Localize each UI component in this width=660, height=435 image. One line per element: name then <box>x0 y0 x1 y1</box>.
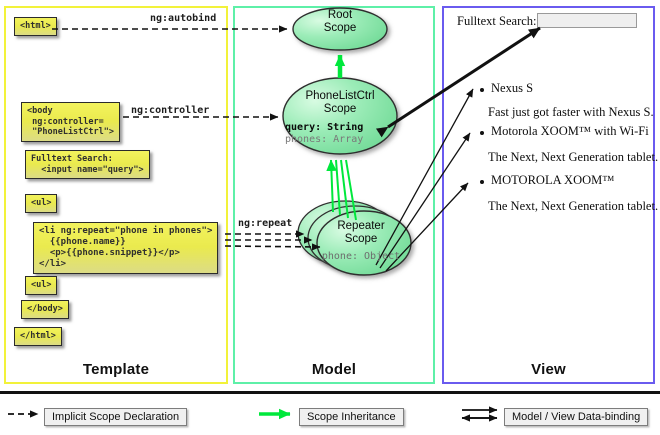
code-box-ul-open[interactable]: <ul> <box>25 194 58 213</box>
panel-label-view: View <box>531 361 566 378</box>
code-box-li-repeat[interactable]: <li ng:repeat="phone in phones"> {{phone… <box>33 222 219 274</box>
legend-divider <box>0 391 660 394</box>
code-box-ul-close[interactable]: <ul> <box>25 276 58 295</box>
code-box-html-open[interactable]: <html> <box>14 17 57 36</box>
edge-label-ng-controller: ng:controller <box>131 105 210 116</box>
panel-label-template: Template <box>82 361 150 378</box>
view-item-desc: Fast just got faster with Nexus S. <box>488 105 654 119</box>
view-item-desc: The Next, Next Generation tablet. <box>488 150 659 164</box>
list-bullet <box>480 131 484 135</box>
list-bullet <box>480 88 484 92</box>
view-item-desc: The Next, Next Generation tablet. <box>488 199 659 213</box>
view-item-title: Motorola XOOM™ with Wi-Fi <box>491 124 649 138</box>
panel-label-model: Model <box>311 361 357 378</box>
legend-model-view-data-binding: Model / View Data-binding <box>504 408 649 426</box>
edge-label-ng-repeat: ng:repeat <box>238 218 293 229</box>
view-item-title: Nexus S <box>491 81 534 95</box>
legend-scope-inheritance: Scope Inheritance <box>299 408 404 426</box>
code-box-body-open[interactable]: <body ng:controller= "PhoneListCtrl"> <box>21 102 120 142</box>
view-search-input[interactable] <box>537 13 637 28</box>
edge-label-ng-autobind: ng:autobind <box>150 13 217 24</box>
code-box-search[interactable]: Fulltext Search: <input name="query"> <box>25 150 150 179</box>
view-item-title: MOTOROLA XOOM™ <box>491 173 615 187</box>
code-box-body-close[interactable]: </body> <box>21 300 69 319</box>
panel-view <box>442 6 655 384</box>
list-bullet <box>480 180 484 184</box>
view-search-label: Fulltext Search: <box>457 14 537 28</box>
legend-implicit-scope-declaration: Implicit Scope Declaration <box>44 408 188 426</box>
panel-model <box>233 6 435 384</box>
legend-glyph-databinding <box>461 406 498 422</box>
code-box-html-close[interactable]: </html> <box>14 327 62 346</box>
